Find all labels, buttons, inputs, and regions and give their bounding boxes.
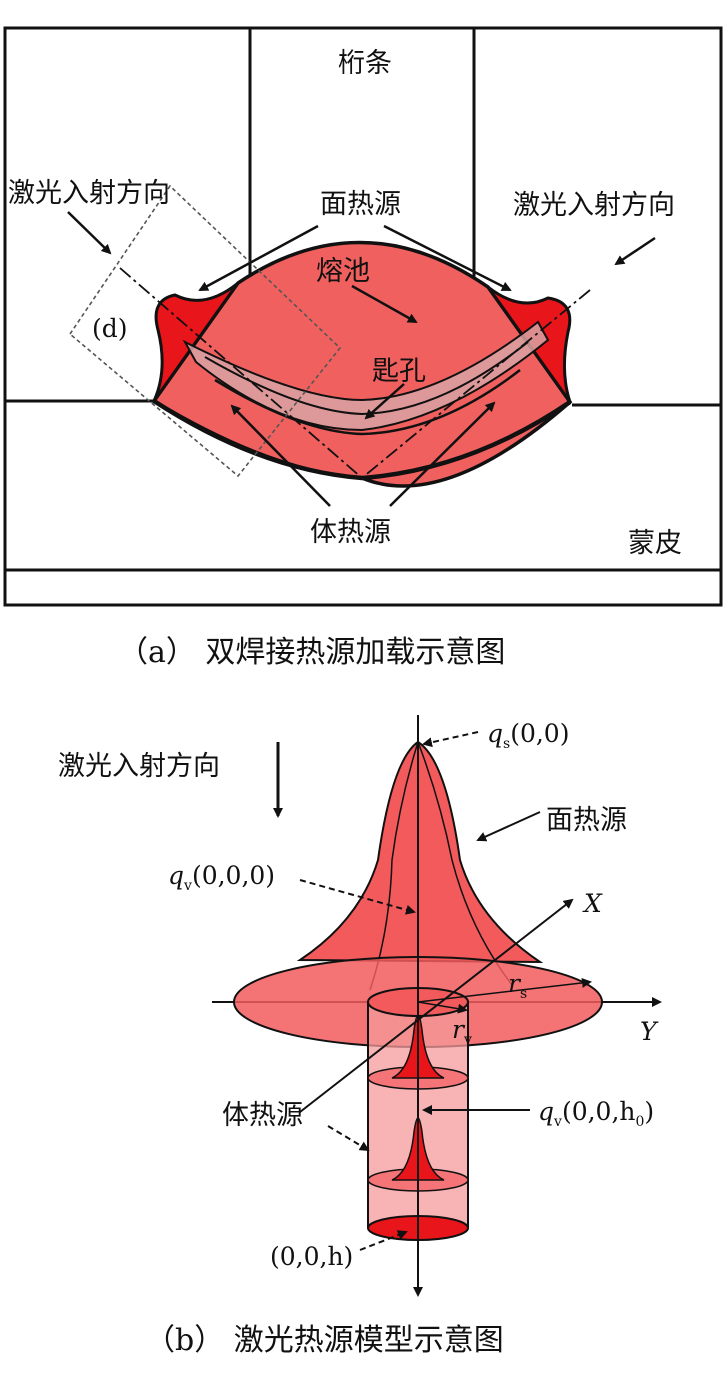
label-surface-source-a: 面热源 — [320, 189, 401, 220]
label-rv: rv — [452, 1015, 472, 1048]
label-laser-dir-left: 激光入射方向 — [8, 178, 170, 209]
pool-inner-left — [152, 282, 240, 402]
label-weld-pool: 熔池 — [316, 256, 370, 287]
label-qv: qv(0,0,0) — [168, 861, 275, 894]
label-purlin: 桁条 — [338, 48, 392, 79]
arrow-volume-right — [389, 401, 496, 507]
label-qvh: qv(0,0,h0) — [538, 1097, 654, 1130]
pointer-volume — [327, 1125, 370, 1152]
surface-source-bell — [296, 740, 544, 964]
pointer-bottom — [359, 1230, 408, 1251]
label-keyhole: 匙孔 — [372, 356, 426, 387]
arrow-pool — [351, 284, 418, 324]
panel-b: 激光入射方向 面热源 体热源 X Y qs(0,0) qv(0,0,0) qv(… — [58, 715, 662, 1358]
radius-rv — [417, 1001, 468, 1014]
label-surface-source-b: 面热源 — [546, 805, 627, 836]
bell-meridian-2 — [417, 741, 513, 986]
keyhole-curve-lower — [214, 369, 521, 436]
arrow-surface-left — [198, 224, 319, 292]
arrow-laser-left — [67, 211, 112, 255]
label-axis-x: X — [582, 889, 603, 918]
label-rs: rs — [508, 969, 527, 1002]
label-laser-dir-right: 激光入射方向 — [513, 190, 675, 221]
detail-box-d — [68, 184, 342, 478]
panel-a-frame — [3, 26, 723, 607]
arrow-laser-right — [614, 236, 656, 266]
caption-a: （a） 双焊接热源加载示意图 — [118, 635, 505, 670]
label-skin: 蒙皮 — [628, 528, 682, 559]
x-axis — [299, 898, 574, 1113]
label-axis-y: Y — [640, 1017, 659, 1046]
label-bottom-point: (0,0,h) — [270, 1242, 353, 1271]
caption-b: （b） 激光热源模型示意图 — [145, 1323, 504, 1358]
bell-meridian-1 — [369, 741, 419, 991]
pointer-surface — [476, 811, 541, 842]
arrow-surface-right — [383, 224, 512, 292]
label-qs: qs(0,0) — [487, 719, 569, 752]
label-volume-source-a: 体热源 — [310, 517, 391, 548]
pointer-qs — [422, 731, 479, 748]
radius-rs — [417, 977, 592, 1003]
keyhole-curve-upper — [204, 341, 529, 416]
laser-axis-left — [119, 267, 363, 479]
panel-a: 桁条 激光入射方向 激光入射方向 面热源 熔池 匙孔 (d) 体热源 蒙皮 （a… — [3, 26, 723, 670]
arrow-keyhole — [364, 383, 405, 420]
label-detail-d: (d) — [92, 314, 128, 343]
arrow-volume-left — [230, 404, 331, 507]
label-volume-source-b: 体热源 — [222, 1100, 303, 1131]
label-laser-dir-b: 激光入射方向 — [58, 751, 220, 782]
